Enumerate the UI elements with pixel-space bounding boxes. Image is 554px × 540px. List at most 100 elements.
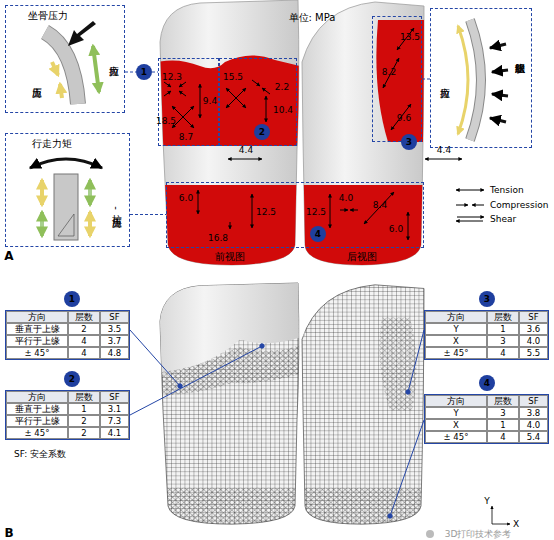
table-cell: 4.0 xyxy=(519,419,548,431)
stress-value: 12.5 xyxy=(306,208,326,217)
pressure-arrow xyxy=(492,94,508,96)
compression-arrow xyxy=(164,91,171,96)
compression-arrow xyxy=(252,80,260,86)
moment-sketch xyxy=(30,159,102,240)
table-cell: 垂直于上缘 xyxy=(6,323,68,335)
tension-sample xyxy=(456,190,484,191)
pressure-arrow xyxy=(68,21,96,46)
compression-arrow xyxy=(60,84,62,98)
stress-value: 9.4 xyxy=(203,97,217,106)
table-header: SF xyxy=(519,395,548,407)
table-header: SF xyxy=(519,311,548,323)
stress-value: 4.0 xyxy=(339,194,353,203)
shear-sample xyxy=(457,217,484,218)
table-cell: 2 xyxy=(68,427,100,439)
table-cell: 3.8 xyxy=(519,407,548,419)
stress-glyphs xyxy=(164,28,462,240)
table-cell: 3.6 xyxy=(519,323,548,335)
compression-arrow xyxy=(262,88,270,94)
region-box: 6.012.516.812.54.08.46.04 xyxy=(166,182,424,248)
table-cell: 平行于上缘 xyxy=(6,415,68,427)
stress-region xyxy=(150,185,440,275)
callout-number: 2 xyxy=(69,375,75,384)
stress-value: 12.5 xyxy=(256,208,276,217)
table-cell: 4 xyxy=(487,347,519,359)
callout-box: 行走力矩拉-压应力 xyxy=(5,133,130,247)
tension-arrow xyxy=(252,194,253,228)
tension-arrow xyxy=(364,192,394,224)
sf-table: 方向层数SFY13.6X34.0± 45°45.5 xyxy=(424,310,549,360)
callout-number: 3 xyxy=(484,295,490,304)
tension-arrow xyxy=(40,180,44,205)
callout-number: 1 xyxy=(141,68,147,77)
sf-table: 方向层数SF垂直于上缘13.1平行于上缘27.3± 45°24.1 xyxy=(5,390,130,440)
callout-number: 2 xyxy=(259,128,265,137)
tension-arrow xyxy=(266,96,267,122)
label: X xyxy=(513,520,519,529)
leader-line xyxy=(130,346,262,415)
label: 4.4 xyxy=(239,146,253,155)
bar xyxy=(54,174,78,240)
region-box: 13.58.29.63 xyxy=(372,16,422,142)
table-header: 方向 xyxy=(425,395,487,407)
table-cell: 1 xyxy=(487,419,519,431)
tension-arrow xyxy=(198,190,199,214)
axes xyxy=(492,506,510,524)
table-header: 方向 xyxy=(6,311,68,323)
stress-value: 9.6 xyxy=(397,114,411,123)
compression-arrow xyxy=(230,222,231,229)
pressure-arrow xyxy=(492,70,508,72)
watermark: 3D打印技术参考 xyxy=(445,530,512,539)
table-cell: 1 xyxy=(487,323,519,335)
legend-text: Shear xyxy=(490,215,516,224)
panel-gap xyxy=(0,272,554,273)
label: Y xyxy=(484,497,490,506)
label: 后视图 xyxy=(347,252,377,262)
axis-x xyxy=(492,524,510,525)
table-cell: 1 xyxy=(68,403,100,415)
beam-sketch xyxy=(45,21,99,104)
callout-number: 3 xyxy=(479,291,495,307)
region-box: 15.52.210.42 xyxy=(219,58,297,146)
compression-arrow xyxy=(340,210,348,211)
tension-arrow xyxy=(228,159,262,160)
table-cell: Y xyxy=(425,407,487,419)
table-cell: 4 xyxy=(68,347,100,359)
watermark-icon xyxy=(426,530,434,538)
callout-number: 3 xyxy=(406,138,412,147)
leader-dot xyxy=(406,390,410,394)
leader-dot xyxy=(388,514,392,518)
stress-region xyxy=(150,55,300,146)
compression-sample xyxy=(456,205,468,206)
table-header: 层数 xyxy=(487,311,519,323)
sf-table: 方向层数SFY33.8X14.0± 45°45.4 xyxy=(424,394,549,444)
table-cell: 平行于上缘 xyxy=(6,335,68,347)
tension-arrow xyxy=(93,46,99,92)
table-header: SF xyxy=(100,391,129,403)
table-cell: Y xyxy=(425,323,487,335)
callout-text: 行走力矩 xyxy=(32,139,72,149)
callout-number: 4 xyxy=(310,226,326,242)
dense-mesh xyxy=(379,318,416,411)
label: 前视图 xyxy=(215,252,245,262)
label: 4.4 xyxy=(437,146,451,155)
angle-mark xyxy=(58,214,74,236)
tension-arrow xyxy=(200,84,201,118)
stress-value: 15.5 xyxy=(223,73,243,82)
stress-value: 2.2 xyxy=(275,83,289,92)
table-cell: 3.7 xyxy=(100,335,129,347)
callout-number: 2 xyxy=(64,371,80,387)
compression-arrow xyxy=(350,210,358,211)
table-cell: 5.5 xyxy=(519,347,548,359)
connector xyxy=(125,72,136,73)
shear-sample xyxy=(456,221,483,222)
table-cell: X xyxy=(425,335,487,347)
callout-number: 2 xyxy=(254,124,270,140)
wall xyxy=(470,20,481,140)
table-cell: 2 xyxy=(68,323,100,335)
table-cell: 7.3 xyxy=(100,415,129,427)
table-cell: 3 xyxy=(487,335,519,347)
table-cell: 3 xyxy=(487,407,519,419)
